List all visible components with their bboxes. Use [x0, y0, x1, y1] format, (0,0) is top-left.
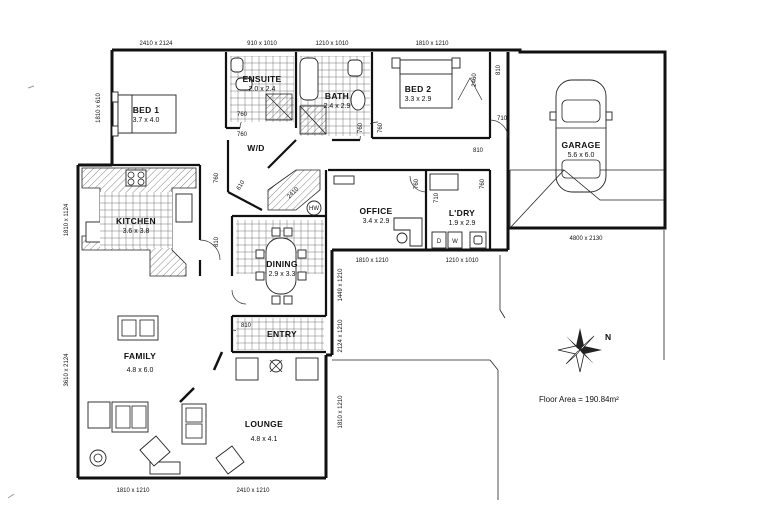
family-label: FAMILY: [124, 351, 156, 361]
dim-bottom-2: 2410 x 1210: [236, 488, 270, 494]
washer-label: W: [452, 239, 458, 245]
car-icon: [549, 79, 613, 193]
dim-ldry-window: 1210 x 1010: [445, 258, 479, 264]
dim-side-1: 1449 x 1210: [338, 268, 344, 302]
kitchen-fixtures: [81, 167, 197, 277]
office-size: 3.4 x 2.9: [363, 218, 390, 225]
dim-garage-side: 810: [496, 64, 502, 75]
bed-2-furniture: [391, 57, 483, 109]
bath-fixtures: [299, 56, 370, 136]
lounge-furniture: [139, 357, 319, 475]
office-label: OFFICE: [360, 206, 393, 216]
laundry-fixtures: [429, 173, 487, 249]
floor-area-label: Floor Area = 190.84m²: [539, 395, 619, 404]
dim-door-760b: 760: [237, 132, 248, 138]
ensuite-size: 2.0 x 2.4: [249, 86, 276, 93]
hw-label: HW: [309, 206, 319, 212]
garage-door-outline: [509, 169, 664, 229]
outer-walls: [76, 48, 667, 480]
dim-door-710b: 710: [434, 192, 440, 203]
kitchen-label: KITCHEN: [116, 216, 156, 226]
wd-label: W/D: [247, 143, 264, 153]
lounge-size: 4.8 x 4.1: [251, 436, 278, 443]
dryer-label: D: [437, 239, 442, 245]
bed-2-size: 3.3 x 2.9: [405, 96, 432, 103]
dim-door-760c: 760: [358, 122, 364, 133]
dim-door-760f: 760: [414, 178, 420, 189]
bath-size: 2.4 x 2.9: [324, 103, 351, 110]
dim-door-810b: 810: [473, 148, 484, 154]
ensuite-label: ENSUITE: [243, 74, 282, 84]
compass-north-label: N: [605, 332, 611, 342]
scan-mark: [27, 85, 35, 89]
hw-cylinder-icon: [306, 200, 322, 216]
dim-door-760g: 760: [480, 178, 486, 189]
dim-side-2: 2124 x 1210: [338, 319, 344, 353]
dim-garage-door: 4800 x 2130: [569, 236, 603, 242]
driveway: [332, 230, 665, 500]
hall-cupboard: [267, 169, 321, 211]
ensuite-fixtures: [230, 56, 294, 122]
dim-door-760e: 760: [214, 172, 220, 183]
dim-top-4: 1810 x 1210: [415, 41, 449, 47]
bed-1-size: 3.7 x 4.0: [133, 117, 160, 124]
kitchen-size: 3.6 x 3.8: [123, 228, 150, 235]
dim-kitchen-window: 1810 x 1124: [64, 203, 70, 236]
lounge-label: LOUNGE: [245, 419, 283, 429]
office-desk: [333, 175, 423, 247]
dim-door-760a: 760: [237, 112, 248, 118]
north-compass-icon: [557, 328, 602, 373]
plant-icon: [89, 449, 107, 467]
dining-label: DINING: [266, 259, 298, 269]
garage-label: GARAGE: [561, 140, 600, 150]
laundry-label: L'DRY: [449, 208, 475, 218]
bath-label: BATH: [325, 91, 349, 101]
dim-door-760d: 760: [378, 122, 384, 133]
dimension-labels: 2410 x 2124 910 x 1010 1210 x 1010 1810 …: [64, 41, 603, 494]
family-size: 4.8 x 6.0: [127, 367, 154, 374]
dining-table: [236, 220, 324, 305]
dim-top-3: 1210 x 1010: [315, 41, 349, 47]
dim-lounge-side: 1810 x 1210: [338, 395, 344, 429]
interior-walls: [112, 52, 492, 354]
bed-1-furniture: [111, 91, 177, 137]
dim-door-610: 610: [236, 179, 247, 191]
dim-office-window: 1810 x 1210: [355, 258, 389, 264]
laundry-size: 1.9 x 2.9: [449, 220, 476, 227]
dim-top-1: 2410 x 2124: [139, 41, 173, 47]
dim-door-710a: 710: [497, 116, 508, 122]
dining-size: 2.9 x 3.3: [269, 271, 296, 278]
dim-door-810c: 810: [241, 323, 252, 329]
dim-family-window: 3610 x 2124: [64, 353, 70, 387]
dim-bottom-1: 1810 x 1210: [116, 488, 150, 494]
entry-tiles: [236, 318, 324, 350]
dim-door-2460: 2460: [472, 73, 478, 87]
garage-size: 5.6 x 6.0: [568, 152, 595, 159]
dim-top-2: 910 x 1010: [247, 41, 277, 47]
entry-label: ENTRY: [267, 329, 297, 339]
scan-mark: [7, 493, 15, 499]
bed-2-label: BED 2: [405, 84, 432, 94]
dim-bed1-window: 1810 x 610: [96, 92, 102, 122]
dim-door-810a: 810: [214, 236, 220, 247]
bed-1-label: BED 1: [133, 105, 160, 115]
family-furniture: [87, 315, 224, 475]
